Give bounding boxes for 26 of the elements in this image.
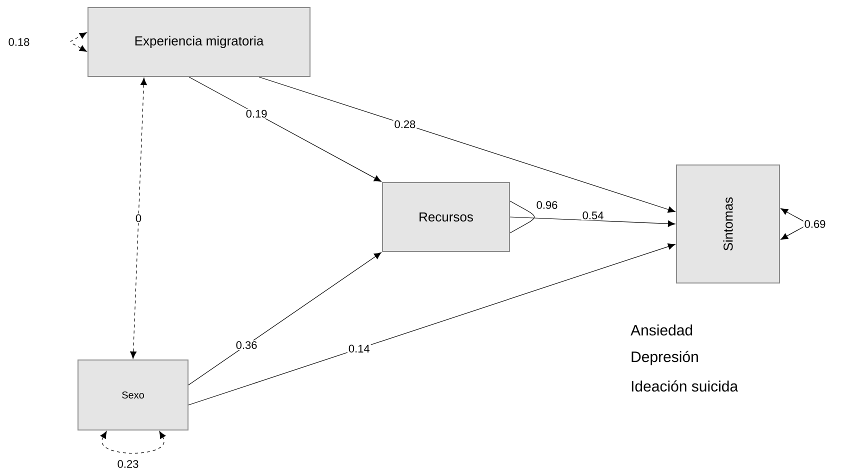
edge-label: 0.69: [803, 219, 827, 229]
edge-label: 0: [134, 213, 143, 224]
edge-label: 0.28: [393, 119, 417, 130]
variable-box: Sexo: [78, 360, 188, 430]
edge-label: 0.23: [116, 459, 140, 469]
path-arrow: [188, 243, 676, 406]
note-text: Ansiedad: [630, 324, 692, 336]
variable-box: Recursos: [382, 182, 510, 252]
edge-label: 0.96: [535, 200, 559, 210]
edge-label: 0.18: [7, 37, 31, 47]
edge-label: 0.19: [244, 108, 268, 119]
path-arrow: [188, 252, 382, 386]
loop-arrow: [70, 32, 87, 52]
path-arrow: [258, 76, 676, 213]
note-text: Depresión: [632, 350, 698, 366]
variable-box: Sintomas: [676, 164, 780, 284]
edge-label: 0.36: [234, 340, 258, 350]
path-arrow: [510, 216, 676, 227]
variable-box: Experiencia migratoria: [88, 7, 310, 77]
path-arrow: [130, 78, 147, 359]
edge-label: 0.54: [581, 210, 605, 220]
loop-arrow: [100, 431, 166, 454]
loop-arrow: [780, 208, 806, 240]
path-arrow: [188, 76, 382, 182]
note-text: Ideación suicida: [632, 380, 738, 392]
edge-label: 0.14: [347, 344, 371, 354]
